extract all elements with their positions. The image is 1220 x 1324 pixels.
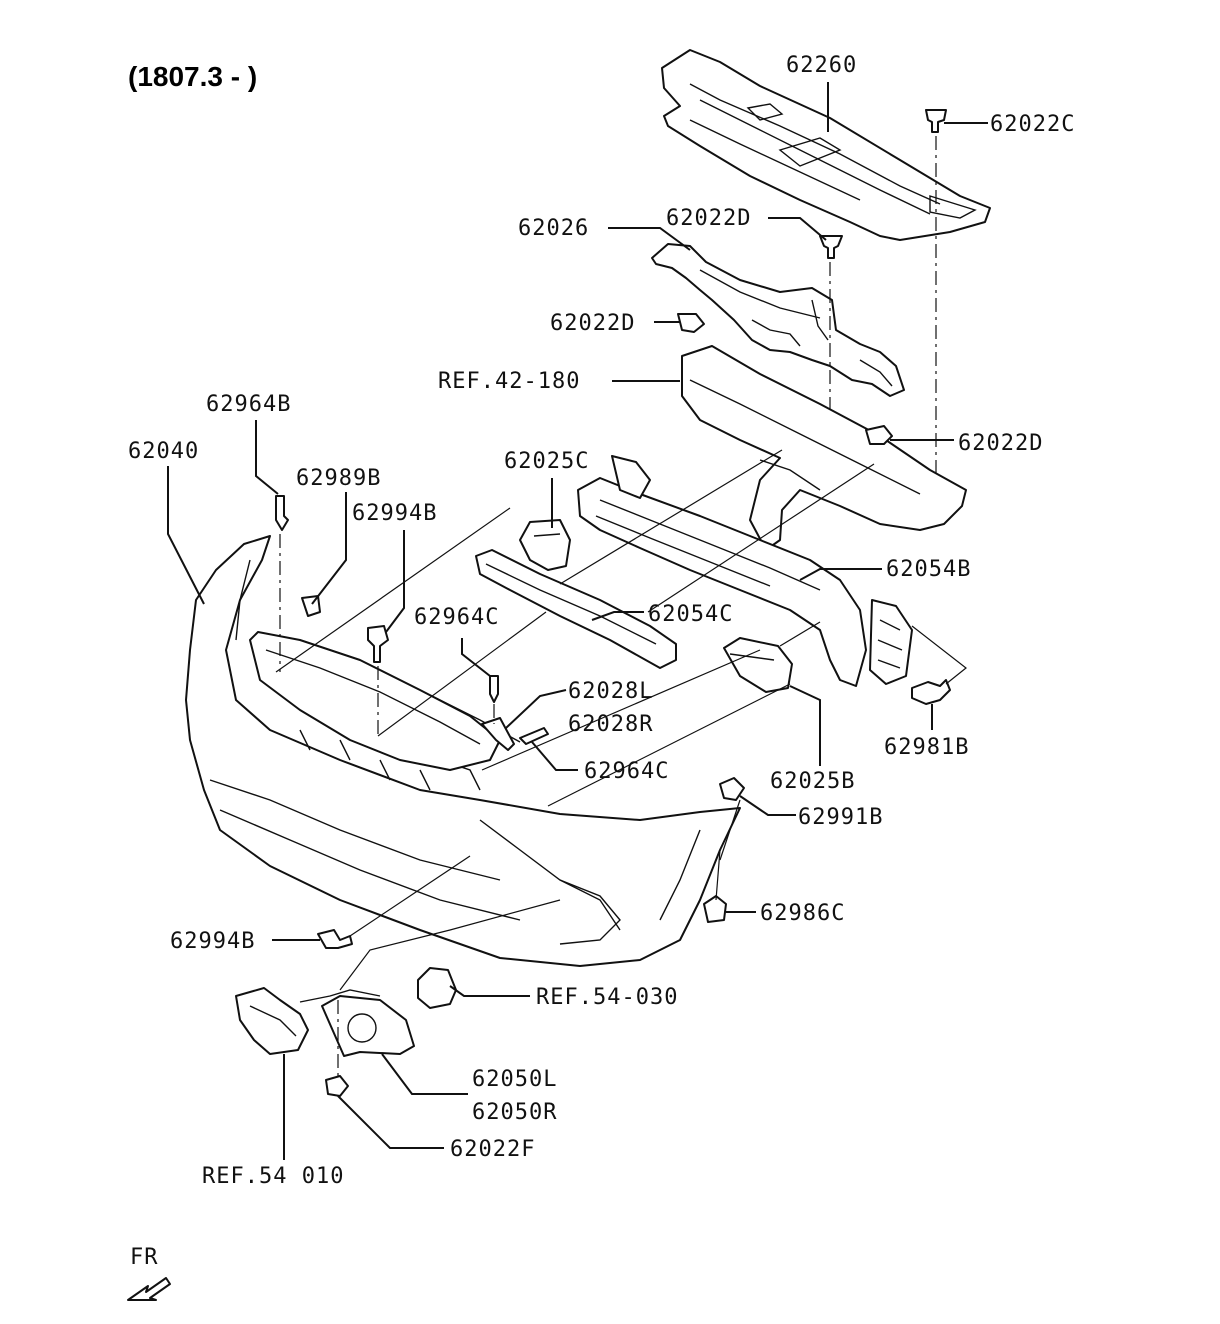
clip-62022f-icon xyxy=(325,1075,349,1097)
clip-62986c-icon xyxy=(703,895,727,923)
label-ref-54-010: REF.54 010 xyxy=(202,1164,344,1189)
clip-62964c-upper-icon xyxy=(489,675,499,703)
bolt-62994b-upper-icon xyxy=(367,625,389,663)
label-62025c: 62025C xyxy=(504,449,589,474)
leader-lines xyxy=(167,82,988,1160)
label-62025b: 62025B xyxy=(770,769,855,794)
absorber-62025c xyxy=(519,519,571,571)
clip-62022d-upper-icon xyxy=(819,235,843,259)
label-62022d-right: 62022D xyxy=(958,431,1043,456)
label-ref-42-180: REF.42-180 xyxy=(438,369,580,394)
front-direction-arrow-icon xyxy=(127,1277,171,1301)
label-62991b: 62991B xyxy=(798,805,883,830)
front-direction-label: FR xyxy=(130,1245,159,1270)
label-62026: 62026 xyxy=(518,216,589,241)
upper-cover-panel xyxy=(661,49,991,241)
absorber-62025b xyxy=(723,637,793,693)
label-62022d-upper: 62022D xyxy=(666,206,751,231)
clip-62964c-lower-icon xyxy=(519,727,549,745)
label-62050l: 62050L xyxy=(472,1067,557,1092)
fog-lamp-ref xyxy=(235,987,309,1055)
label-62028r: 62028R xyxy=(568,712,653,737)
label-62022f: 62022F xyxy=(450,1137,535,1162)
clip-62991b-icon xyxy=(719,777,745,801)
bar-62054c xyxy=(475,549,677,669)
bracket-62026 xyxy=(651,243,905,397)
bracket-62028-icon xyxy=(481,717,515,751)
label-62040: 62040 xyxy=(128,439,199,464)
label-62028l: 62028L xyxy=(568,679,653,704)
label-62994b-upper: 62994B xyxy=(352,501,437,526)
bolt-62981b-icon xyxy=(911,679,951,705)
clip-62989b-icon xyxy=(301,595,321,617)
label-62054c: 62054C xyxy=(648,602,733,627)
label-62989b: 62989B xyxy=(296,466,381,491)
bolt-62964b-icon xyxy=(275,495,289,531)
label-62986c: 62986C xyxy=(760,901,845,926)
bolt-62994b-lower-icon xyxy=(317,929,353,949)
label-62964c-upper: 62964C xyxy=(414,605,499,630)
label-62964b: 62964B xyxy=(206,392,291,417)
diagram-title: (1807.3 - ) xyxy=(128,61,257,92)
front-grille xyxy=(249,631,501,771)
clip-62022d-middle-icon xyxy=(677,313,705,333)
clip-62022c-icon xyxy=(925,109,947,133)
label-ref-54-030: REF.54-030 xyxy=(536,985,678,1010)
label-62260: 62260 xyxy=(786,53,857,78)
radiator-support-ref xyxy=(681,345,967,551)
sensor-ref xyxy=(417,967,457,1009)
label-62981b: 62981B xyxy=(884,735,969,760)
label-62022d-middle: 62022D xyxy=(550,311,635,336)
label-62964c-lower: 62964C xyxy=(584,759,669,784)
label-62054b: 62054B xyxy=(886,557,971,582)
label-62050r: 62050R xyxy=(472,1100,557,1125)
label-62022c: 62022C xyxy=(990,112,1075,137)
fog-bezel-62050 xyxy=(299,989,415,1057)
label-62994b-lower: 62994B xyxy=(170,929,255,954)
clip-62022d-right-icon xyxy=(865,425,893,445)
